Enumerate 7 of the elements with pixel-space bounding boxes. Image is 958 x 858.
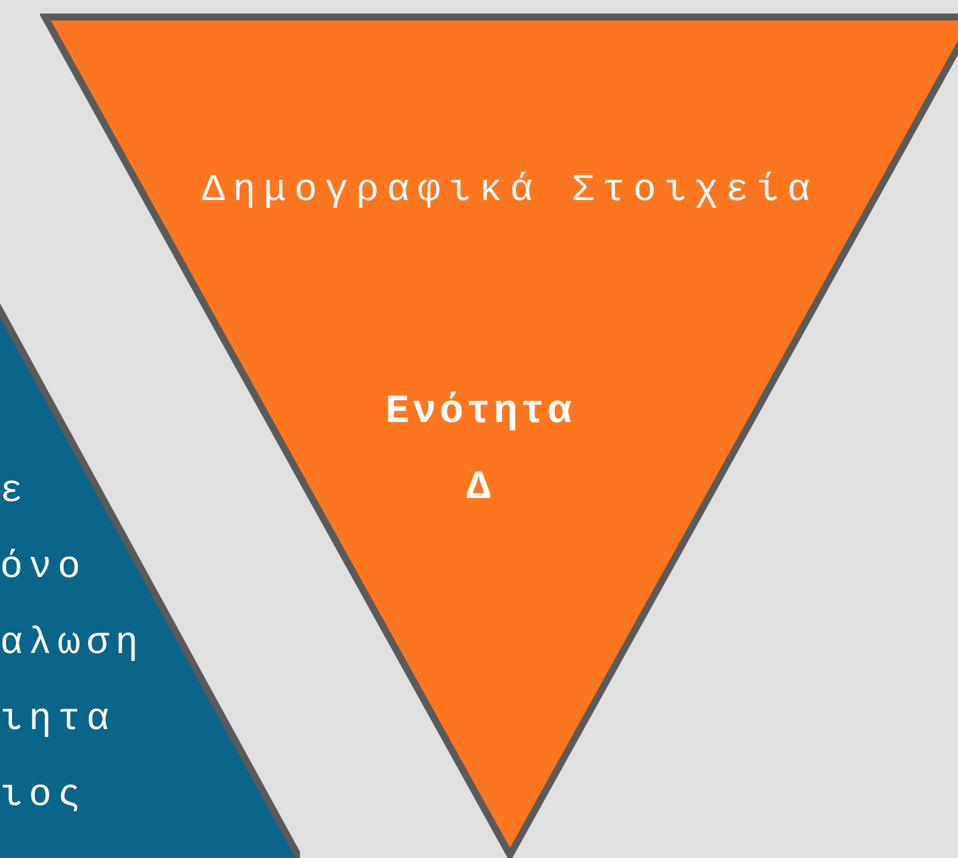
section-title: Ενότητα Δ bbox=[384, 389, 576, 513]
section-subtitle: Δημογραφικά Στοιχεία bbox=[200, 168, 820, 214]
list-text: ιος bbox=[0, 774, 86, 817]
list-text: ε bbox=[0, 470, 29, 513]
list-text: αλωση bbox=[0, 622, 144, 665]
list-text: ιητα bbox=[0, 698, 116, 741]
list-text: όνο bbox=[0, 546, 86, 589]
